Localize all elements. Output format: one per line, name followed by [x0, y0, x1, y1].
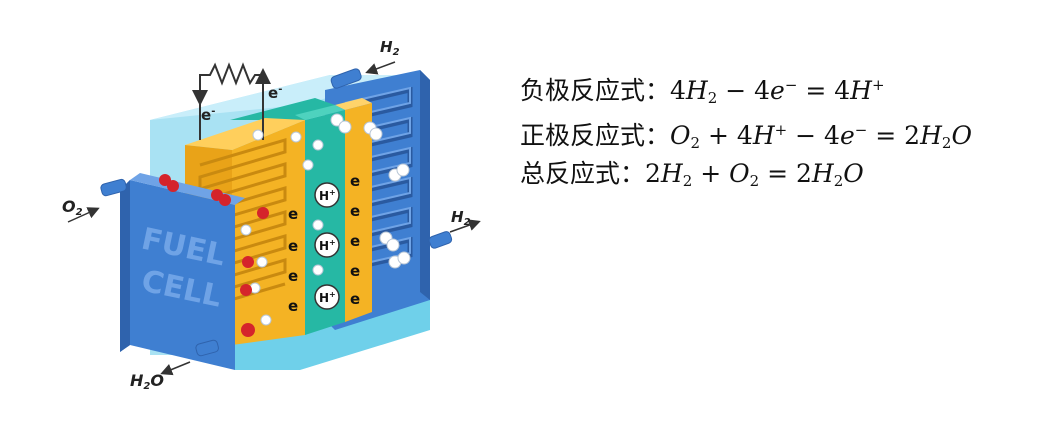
svg-text:O2: O2: [62, 197, 83, 218]
svg-text:e: e: [350, 232, 360, 250]
overall-label: 总反应式：: [520, 159, 646, 188]
svg-text:H2O: H2O: [130, 371, 164, 392]
fuel-cell-diagram: FUEL CELL e- e- e e e e e e e e e H+: [62, 38, 481, 392]
cathode-label: 正极反应式：: [520, 121, 671, 150]
gas-flow: H2 H2 O2 H2O: [62, 38, 481, 392]
svg-text:e-: e-: [268, 84, 282, 102]
proton-markers: H+ H+ H+: [314, 182, 340, 310]
left-end-plate: FUEL CELL: [120, 173, 245, 370]
svg-text:e: e: [350, 262, 360, 280]
anode-equation: 负极反应式：4H2 − 4e− = 4H+: [520, 76, 885, 107]
svg-text:H+: H+: [319, 238, 336, 253]
svg-text:H+: H+: [319, 188, 336, 203]
oxygen-molecules: [159, 174, 269, 337]
anode-electrode: [335, 98, 372, 322]
svg-text:H2: H2: [451, 208, 471, 228]
svg-text:H+: H+: [319, 290, 336, 305]
svg-text:e: e: [350, 202, 360, 220]
svg-text:e: e: [350, 172, 360, 190]
svg-text:e: e: [350, 290, 360, 308]
svg-text:e: e: [288, 267, 298, 285]
pipes: [100, 68, 453, 357]
external-circuit: [192, 62, 271, 140]
svg-text:e: e: [288, 205, 298, 223]
anode-label: 负极反应式：: [520, 76, 671, 105]
cathode-equation: 正极反应式：O2 + 4H+ − 4e− = 2H2O: [520, 121, 972, 152]
svg-text:e: e: [288, 297, 298, 315]
svg-text:e: e: [288, 237, 298, 255]
svg-text:e-: e-: [201, 106, 215, 124]
electrolyte-membrane: [230, 98, 345, 335]
charge-labels: e- e- e e e e e e e e e H+ H+ H+: [201, 84, 360, 315]
overall-equation: 总反应式：2H2 + O2 = 2H2O: [520, 159, 864, 190]
svg-text:H2: H2: [380, 38, 400, 58]
hydrogen-molecules: [240, 113, 411, 326]
